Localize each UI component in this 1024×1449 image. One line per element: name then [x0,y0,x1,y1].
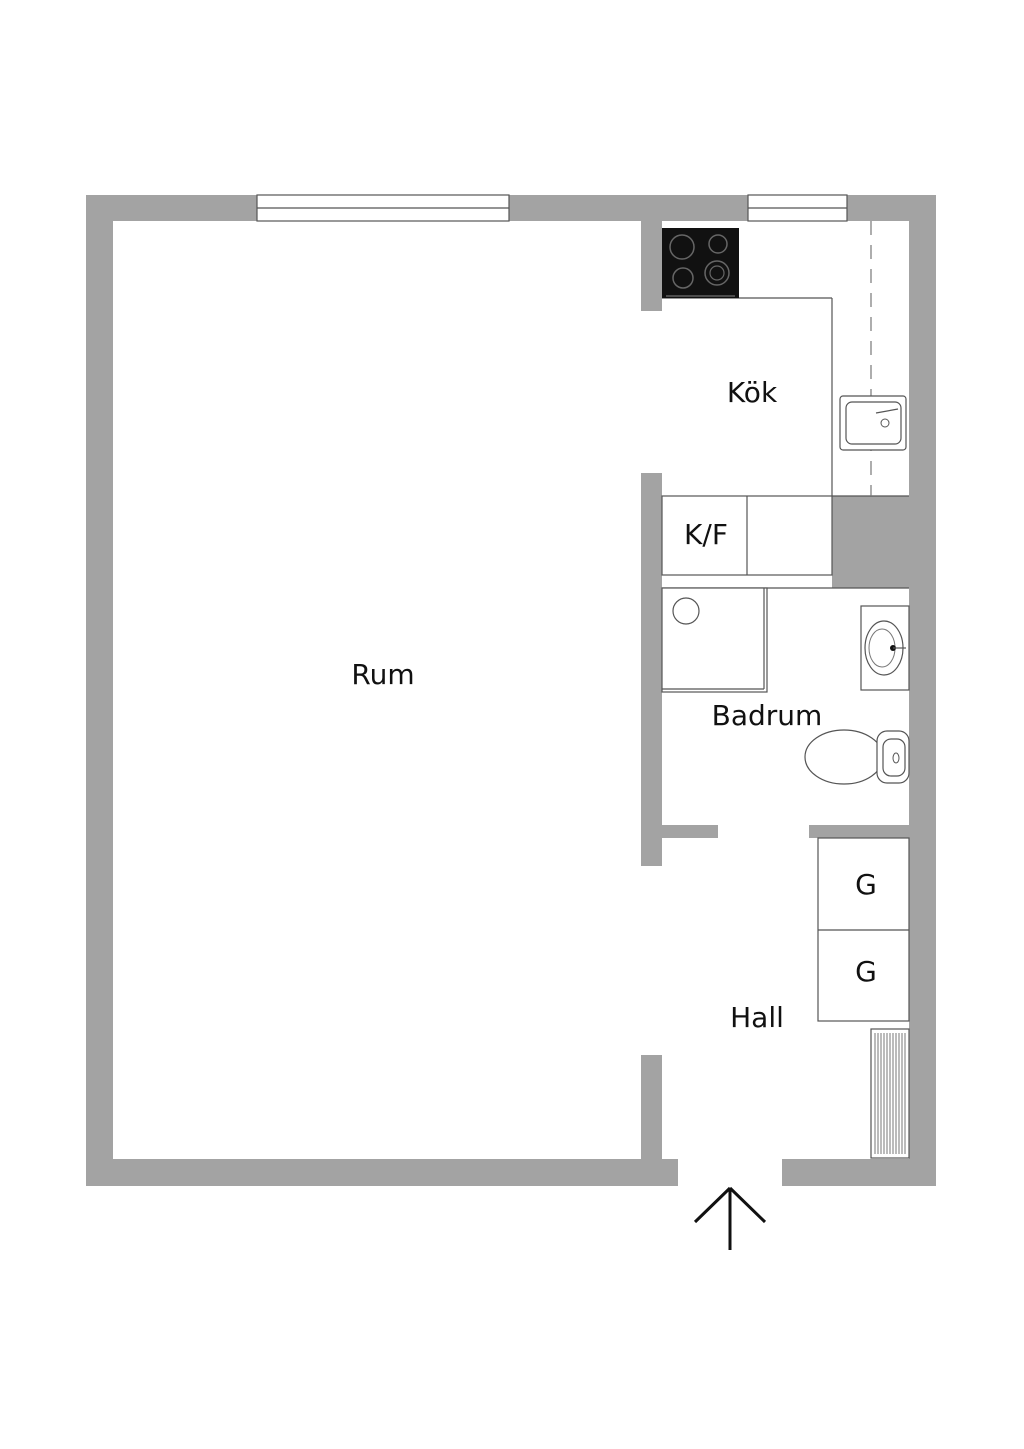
wall-kitchen-shaft [832,496,909,588]
wall-bath-hall-right [809,825,909,838]
room-label-wardrobe-1: G [855,868,877,901]
wall-bottom-right [782,1159,936,1186]
windows [256,194,848,222]
room-label-fridge-freezer: K/F [684,518,728,551]
kitchen-sink-icon [839,395,907,451]
arrow-up-icon [693,1186,767,1250]
wall-left [86,195,113,1186]
toilet-icon [804,729,910,785]
wall-top-left [86,195,257,221]
radiator-icon [870,1028,910,1159]
wall-kitchen-stub [641,221,662,311]
room-label-kitchen: Kök [727,376,778,409]
fridge-freezer [661,495,833,576]
room-label-wardrobe-2: G [855,955,877,988]
room-label-bathroom: Badrum [712,699,823,732]
shower-icon [661,587,768,693]
stove-icon [662,228,739,298]
wall-bath-hall-left [662,825,718,838]
room-label-living-room: Rum [351,658,414,691]
bathroom-fixtures [661,587,910,785]
wall-living-bath [641,473,662,866]
exterior-walls [86,195,936,1186]
room-label-hall: Hall [730,1001,784,1034]
interior-walls [641,221,909,1159]
wall-hall-stub [641,1055,662,1159]
wall-right [909,195,936,1186]
washbasin-icon [860,605,910,691]
wall-bottom-left [86,1159,678,1186]
wall-top-middle [509,195,748,221]
wardrobes [817,837,910,1022]
